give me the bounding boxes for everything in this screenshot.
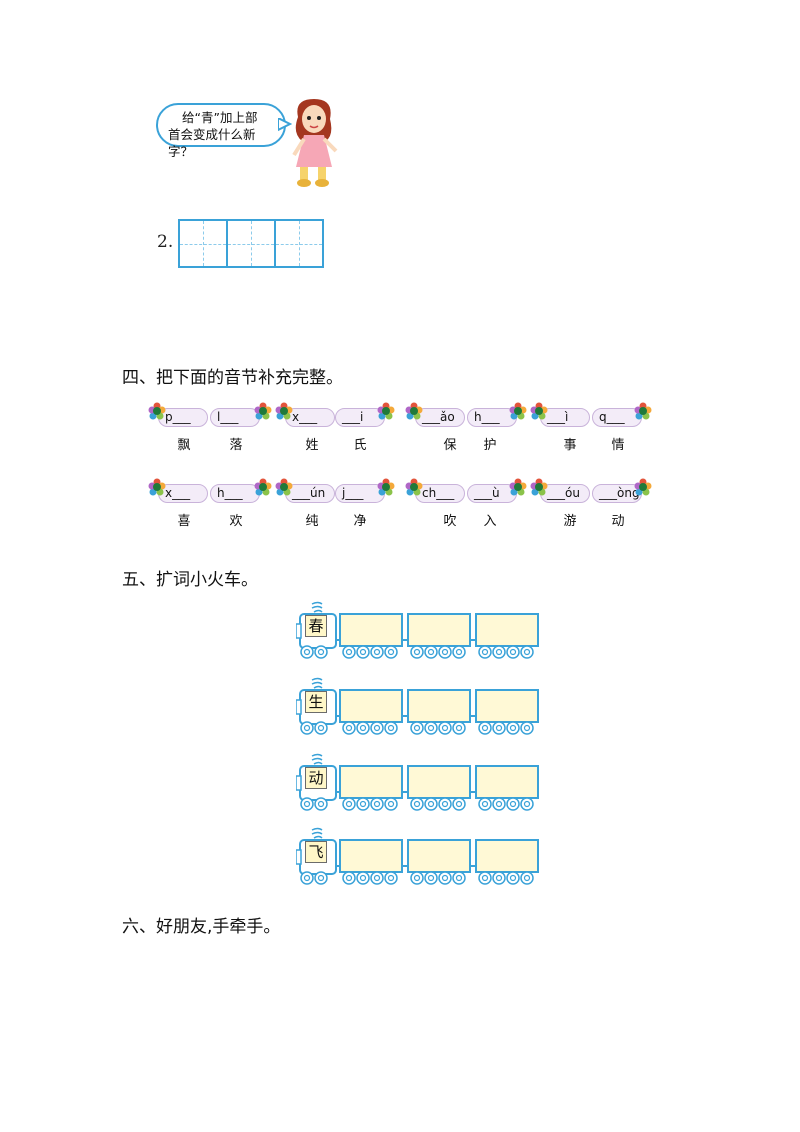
- flower-icon: [530, 478, 548, 496]
- pinyin-blank[interactable]: ___òng: [592, 484, 642, 503]
- train-car-2-answer-slot[interactable]: [410, 616, 468, 644]
- train-engine-char: 生: [305, 691, 327, 713]
- pinyin-blank[interactable]: ___ù: [467, 484, 517, 503]
- train-car-3-answer-slot[interactable]: [478, 692, 536, 720]
- train-car-3-answer-slot[interactable]: [478, 616, 536, 644]
- grid-cell[interactable]: [180, 221, 228, 266]
- hanzi-label: 纯: [305, 514, 319, 529]
- flower-icon: [275, 478, 293, 496]
- pinyin-blank[interactable]: x___: [285, 408, 335, 427]
- hanzi-label: 喜: [177, 514, 191, 529]
- pinyin-blank[interactable]: x___: [158, 484, 208, 503]
- flower-icon: [148, 402, 166, 420]
- train-drawing: [296, 753, 539, 811]
- section-4-heading: 四、把下面的音节补充完整。: [122, 368, 343, 388]
- section-6-heading: 六、好朋友,手牵手。: [122, 917, 281, 937]
- flower-icon: [405, 402, 423, 420]
- flower-icon: [634, 478, 652, 496]
- hanzi-label: 保: [443, 438, 457, 453]
- word-train: 飞: [296, 826, 544, 888]
- pinyin-blank[interactable]: h___: [210, 484, 260, 503]
- section-5-heading: 五、扩词小火车。: [122, 570, 258, 590]
- hanzi-label: 游: [563, 514, 577, 529]
- hanzi-label: 氏: [353, 438, 367, 453]
- flower-icon: [405, 478, 423, 496]
- hanzi-label: 动: [611, 514, 625, 529]
- flower-icon: [530, 402, 548, 420]
- bubble-line-2: 首会变成什么新字？: [168, 127, 256, 159]
- pinyin-blank[interactable]: ___ì: [540, 408, 590, 427]
- pinyin-blank[interactable]: h___: [467, 408, 517, 427]
- speech-bubble: 给“青”加上部 首会变成什么新字？: [156, 103, 286, 159]
- pinyin-blank[interactable]: ___i: [335, 408, 385, 427]
- hanzi-label: 吹: [443, 514, 457, 529]
- grid-cell[interactable]: [276, 221, 322, 266]
- flower-icon: [377, 478, 395, 496]
- hanzi-label: 欢: [229, 514, 243, 529]
- hanzi-label: 护: [483, 438, 497, 453]
- flower-icon: [509, 402, 527, 420]
- flower-icon: [254, 402, 272, 420]
- train-car-3-answer-slot[interactable]: [478, 768, 536, 796]
- flower-icon: [634, 402, 652, 420]
- flower-icon: [254, 478, 272, 496]
- train-engine-char: 动: [305, 767, 327, 789]
- hanzi-label: 情: [611, 438, 625, 453]
- pinyin-blank[interactable]: ch___: [415, 484, 465, 503]
- flower-icon: [275, 402, 293, 420]
- train-engine-char: 春: [305, 615, 327, 637]
- train-car-2-answer-slot[interactable]: [410, 768, 468, 796]
- hanzi-label: 净: [353, 514, 367, 529]
- train-car-2-answer-slot[interactable]: [410, 692, 468, 720]
- pinyin-blank[interactable]: ___óu: [540, 484, 590, 503]
- girl-illustration: [292, 99, 338, 187]
- train-engine-char: 飞: [305, 841, 327, 863]
- flower-icon: [509, 478, 527, 496]
- bubble-tail: [278, 118, 292, 132]
- hanzi-label: 飘: [177, 438, 191, 453]
- hanzi-label: 事: [563, 438, 577, 453]
- pinyin-blank[interactable]: j___: [335, 484, 385, 503]
- hanzi-label: 入: [483, 514, 497, 529]
- flower-icon: [148, 478, 166, 496]
- train-car-2-answer-slot[interactable]: [410, 842, 468, 870]
- train-drawing: [296, 601, 539, 659]
- word-train: 生: [296, 676, 544, 738]
- train-car-1-answer-slot[interactable]: [342, 768, 400, 796]
- pinyin-blank[interactable]: l___: [210, 408, 260, 427]
- question-number: 2.: [157, 232, 174, 252]
- grid-cell[interactable]: [228, 221, 276, 266]
- train-car-1-answer-slot[interactable]: [342, 842, 400, 870]
- bubble-line-1: 给“青”加上部: [182, 110, 258, 125]
- hanzi-label: 落: [229, 438, 243, 453]
- word-train: 春: [296, 600, 544, 662]
- pinyin-blank[interactable]: q___: [592, 408, 642, 427]
- flower-icon: [377, 402, 395, 420]
- train-car-1-answer-slot[interactable]: [342, 616, 400, 644]
- word-train: 动: [296, 752, 544, 814]
- pinyin-blank[interactable]: ___ǎo: [415, 408, 465, 427]
- hanzi-label: 姓: [305, 438, 319, 453]
- train-car-3-answer-slot[interactable]: [478, 842, 536, 870]
- writing-grid: [178, 219, 324, 268]
- train-car-1-answer-slot[interactable]: [342, 692, 400, 720]
